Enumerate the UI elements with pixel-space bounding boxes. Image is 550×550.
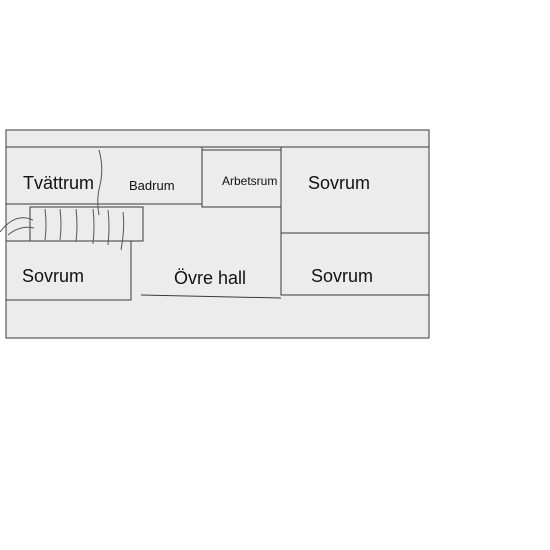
sovrum-bottom-right-room xyxy=(280,232,430,296)
tvattrum-label: Tvättrum xyxy=(23,173,94,193)
sovrum-bottom-right-label: Sovrum xyxy=(311,266,373,286)
arbetsrum-label: Arbetsrum xyxy=(222,174,277,188)
staircase xyxy=(0,149,144,251)
badrum-label: Badrum xyxy=(129,178,175,193)
arbetsrum-room xyxy=(201,149,282,208)
sovrum-left-room xyxy=(5,240,132,301)
tvattrum-badrum-room xyxy=(5,146,203,205)
sovrum-top-right-room xyxy=(280,146,430,234)
hall-bottom-wall xyxy=(140,294,282,299)
sovrum-top-right-label: Sovrum xyxy=(308,173,370,193)
ovre-hall-label: Övre hall xyxy=(174,268,246,288)
sovrum-left-label: Sovrum xyxy=(22,266,84,286)
